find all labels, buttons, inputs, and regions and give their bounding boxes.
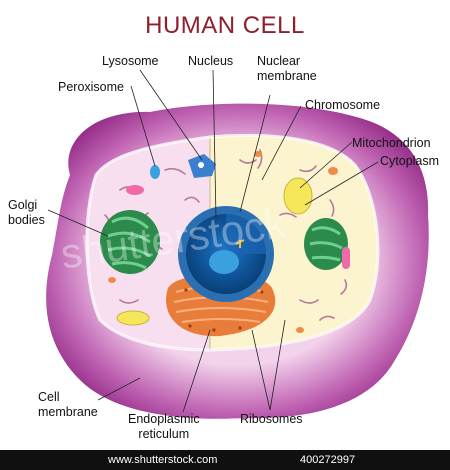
label-golgi-line2: bodies (8, 213, 45, 227)
vesicle (126, 185, 144, 195)
vesicle (254, 151, 262, 157)
golgi-bodies (100, 210, 160, 274)
label-cell-membrane: Cell membrane (38, 390, 98, 420)
peroxisome (116, 310, 150, 326)
peroxisome (283, 177, 313, 215)
label-cell-membrane-line1: Cell (38, 390, 60, 404)
page-title: HUMAN CELL (145, 12, 305, 39)
footer-url: www.shutterstock.com (108, 454, 218, 466)
label-er-line2: reticulum (138, 427, 190, 441)
nucleus (178, 206, 274, 302)
label-lysosome: Lysosome (102, 54, 159, 68)
lysosome (188, 154, 216, 178)
footer-image-id: 400272997 (300, 454, 356, 466)
label-mitochondrion: Mitochondrion (352, 136, 431, 150)
mitochondrion (304, 218, 348, 270)
footer-bar: www.shutterstock.com 400272997 (0, 450, 450, 470)
label-nuclear-membrane: Nuclear membrane (257, 54, 317, 84)
label-golgi-bodies: Golgi bodies (8, 198, 45, 228)
label-peroxisome: Peroxisome (58, 80, 124, 94)
chromosome (235, 239, 245, 248)
nucleolus (209, 250, 239, 274)
label-golgi-line1: Golgi (8, 198, 38, 212)
label-nuclear-membrane-line2: membrane (257, 69, 317, 83)
vesicle (108, 277, 116, 283)
vesicle (150, 165, 160, 179)
cell-diagram (46, 69, 429, 419)
vesicle (328, 167, 338, 175)
label-nuclear-membrane-line1: Nuclear (257, 54, 301, 68)
leader-lines (47, 69, 379, 413)
label-cytoplasm: Cytoplasm (380, 154, 440, 168)
vesicle (342, 247, 350, 269)
label-nucleus: Nucleus (188, 54, 234, 68)
label-endoplasmic-reticulum: Endoplasmic reticulum (128, 412, 200, 442)
label-cell-membrane-line2: membrane (38, 405, 98, 419)
label-er-line1: Endoplasmic (128, 412, 200, 426)
label-chromosome: Chromosome (305, 98, 381, 112)
vesicle (296, 327, 304, 333)
label-ribosomes: Ribosomes (240, 412, 303, 426)
